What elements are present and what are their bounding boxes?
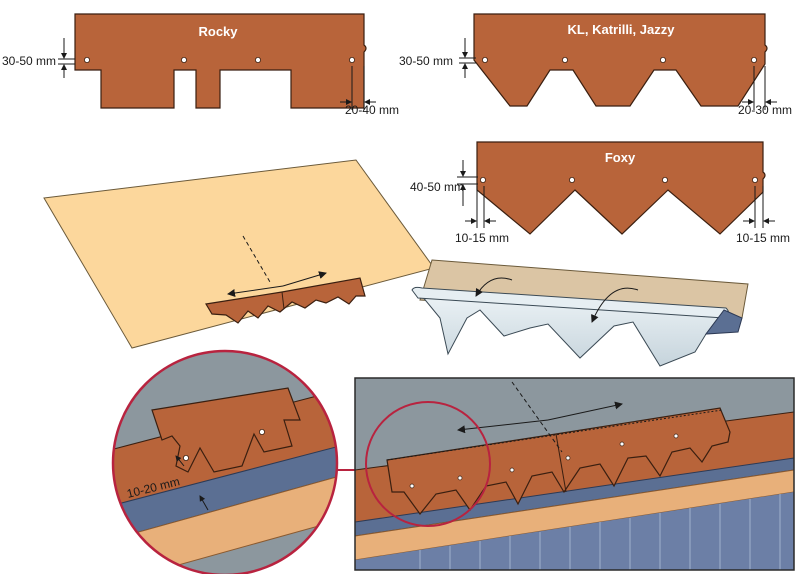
roof-sheet-figure [43, 159, 435, 349]
rocky-title: Rocky [198, 24, 238, 39]
rocky-edge-offset: 20-40 mm [345, 103, 399, 117]
kl-shingle [473, 13, 768, 107]
foxy-nail-offset: 40-50 mm [410, 180, 464, 194]
starter-strip-figure [411, 259, 749, 367]
detail-box-figure [355, 378, 794, 570]
rocky-nail-offset: 30-50 mm [2, 54, 56, 68]
foxy-shingle [476, 141, 766, 235]
magnified-callout-ring [111, 349, 339, 574]
detail-box-callout-ring [365, 401, 491, 527]
kl-nail-offset: 30-50 mm [399, 54, 453, 68]
foxy-edge-offset-left: 10-15 mm [455, 231, 509, 245]
foxy-edge-offset-right: 10-15 mm [736, 231, 790, 245]
kl-shingle-figure: KL, Katrilli, Jazzy 30-50 mm 20-30 mm [399, 13, 792, 117]
rocky-shingle-figure: Rocky 30-50 mm 20-40 mm [2, 13, 399, 117]
kl-title: KL, Katrilli, Jazzy [568, 22, 676, 37]
kl-edge-offset: 20-30 mm [738, 103, 792, 117]
foxy-title: Foxy [605, 150, 636, 165]
foxy-shingle-figure: Foxy 40-50 mm 10-15 mm 10-15 mm [410, 141, 790, 245]
magnified-detail-figure: 10-20 mm [113, 351, 337, 574]
roof-sheet-shingle [205, 277, 366, 324]
